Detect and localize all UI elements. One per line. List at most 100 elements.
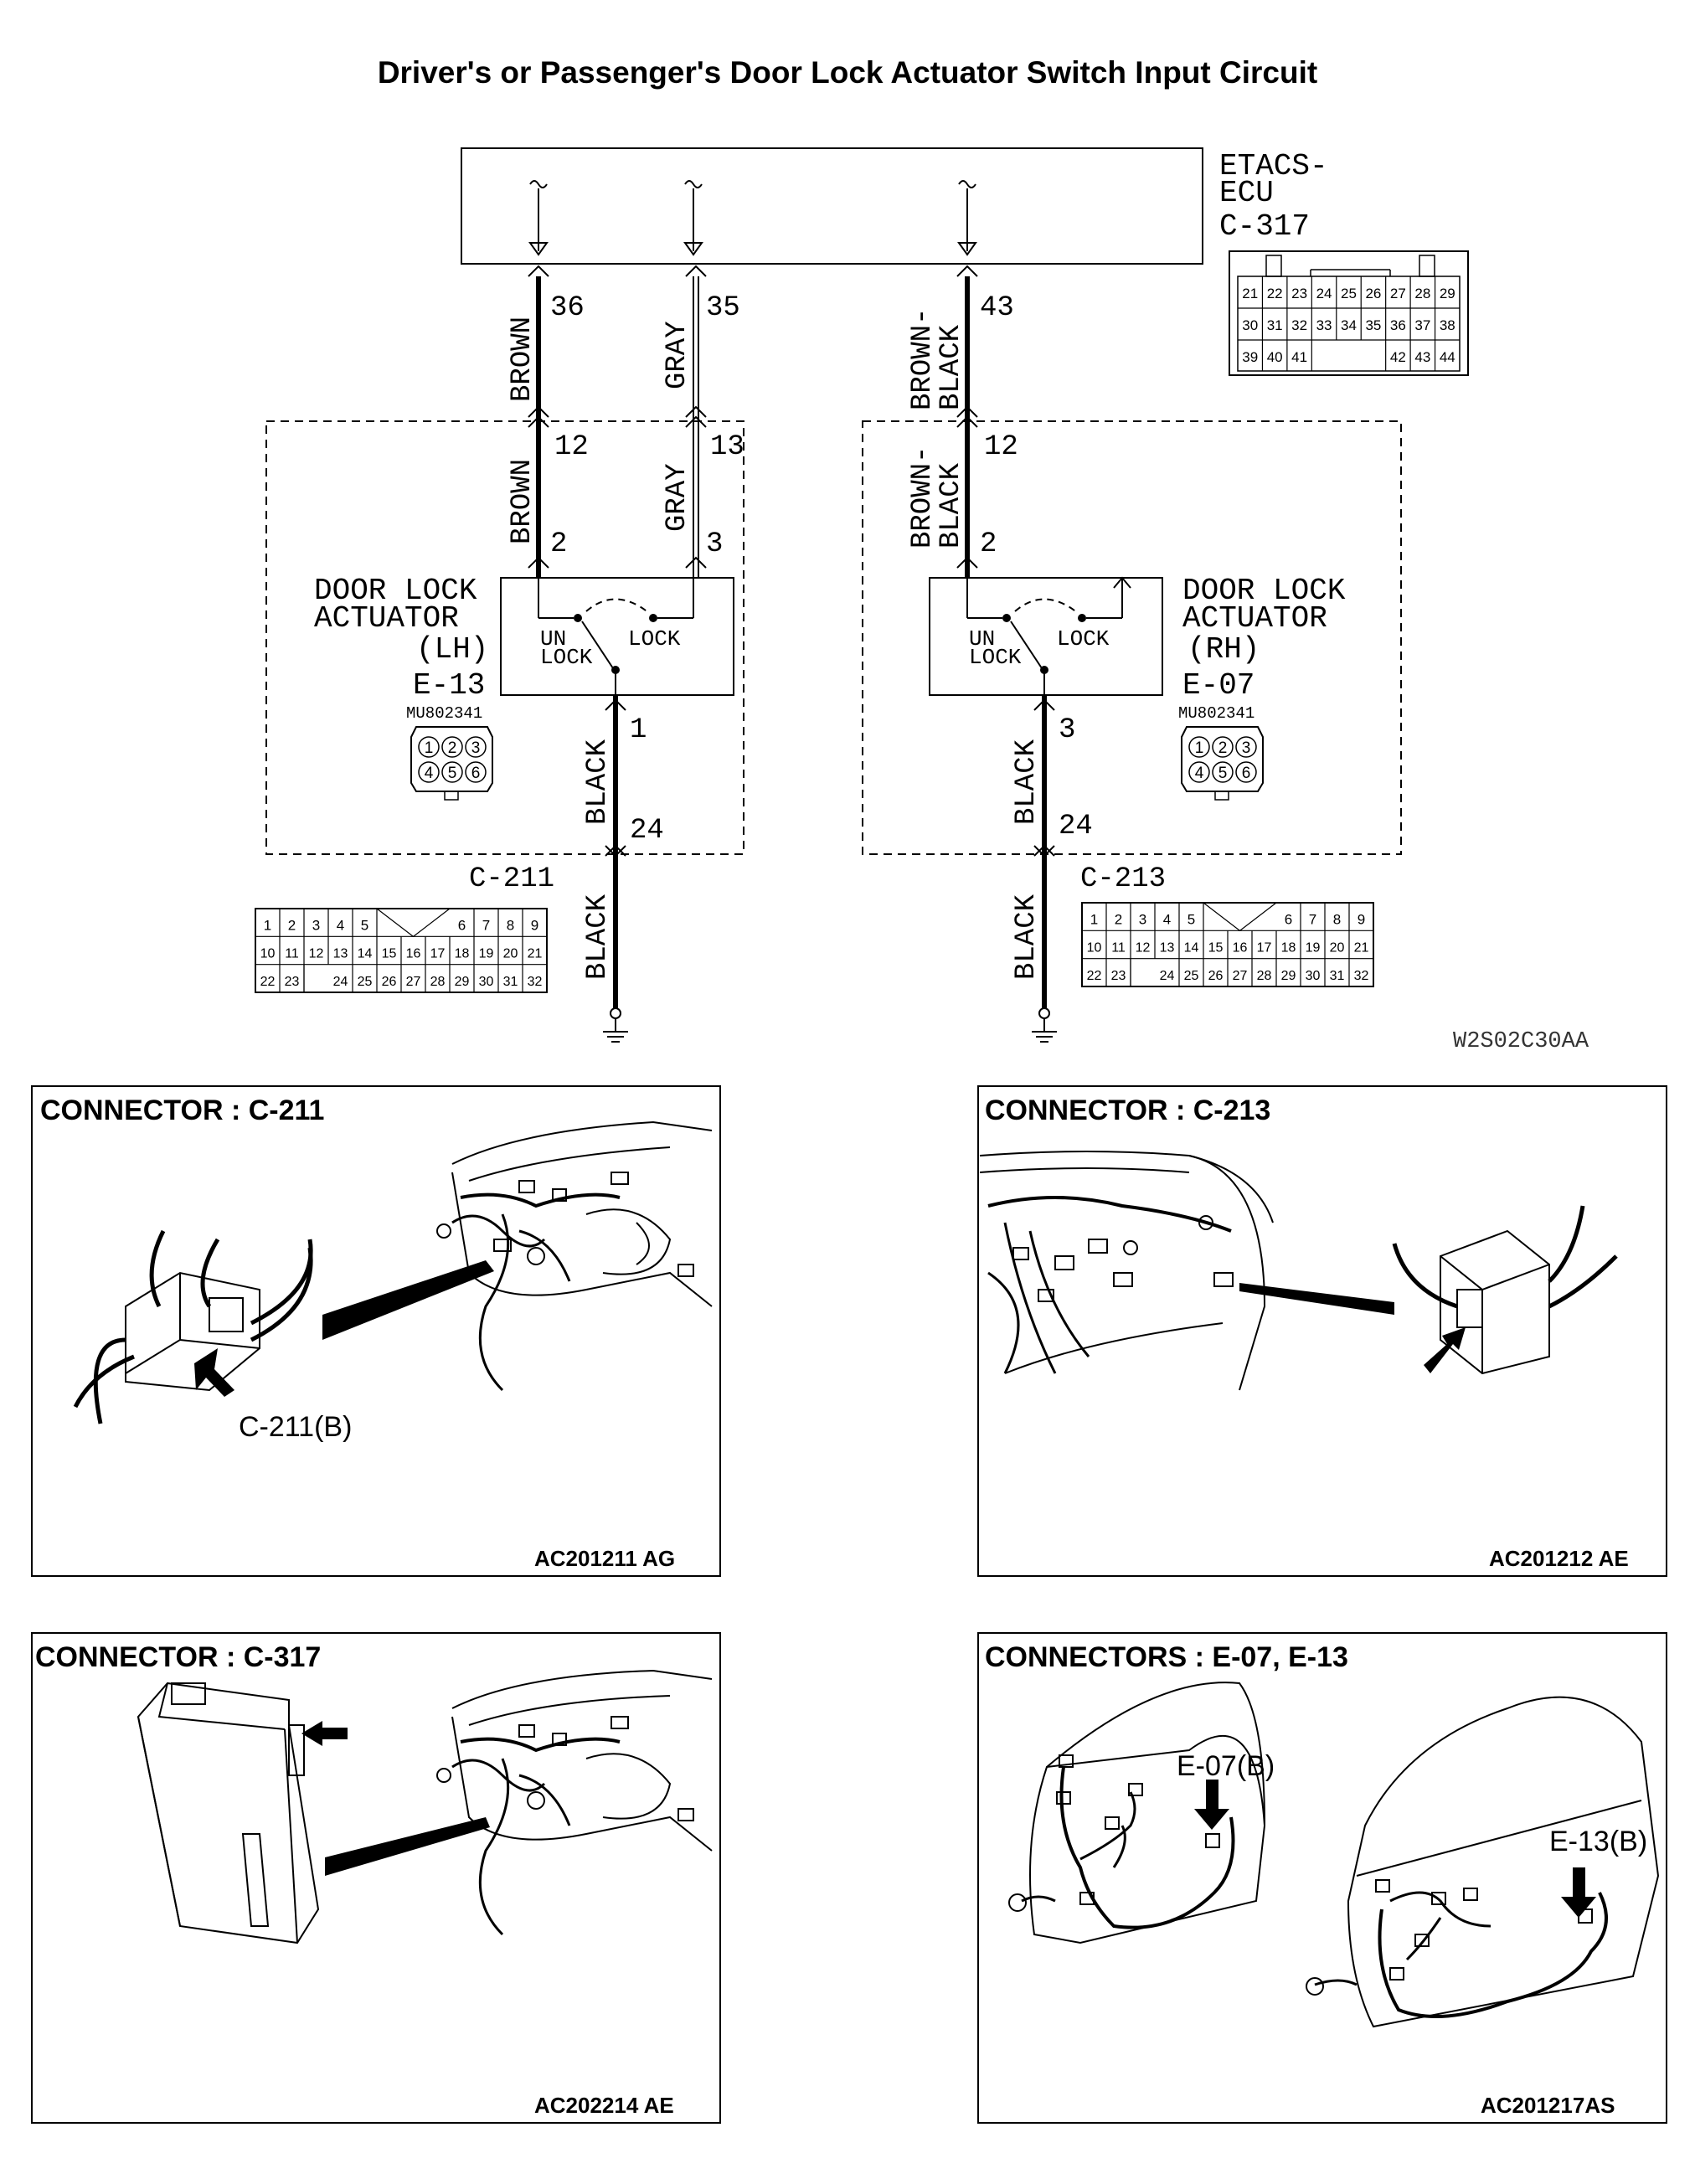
junction-pin: 3: [1139, 911, 1146, 927]
actuator-pin: [418, 736, 440, 758]
lh-unlock-2: LOCK: [540, 645, 593, 670]
c317-pin: 39: [1242, 349, 1258, 365]
lh-ground-color: BLACK: [582, 739, 614, 825]
wire2-upper-color: GRAY: [662, 321, 693, 389]
actuator-pin: [1235, 736, 1257, 758]
panel-e-callout-e07: E-07(B): [1177, 1750, 1275, 1782]
junction-pin: 4: [1163, 911, 1171, 927]
rh-junction-pin: 24: [1059, 811, 1093, 842]
panel-c211-title: CONNECTOR : C-211: [40, 1095, 324, 1126]
wire3-lower-color-1: BROWN-: [907, 446, 939, 549]
rh-name-line2: ACTUATOR: [1182, 601, 1327, 636]
junction-pin: 24: [1160, 969, 1175, 983]
junction-pin: 11: [285, 947, 299, 961]
ecu-name-line2: ECU: [1219, 176, 1274, 210]
panel-e-title: CONNECTORS : E-07, E-13: [985, 1641, 1348, 1673]
rh-unlock-2: LOCK: [969, 645, 1022, 670]
lh-ground-wire: 1 BLACK 24 C-211 BLACK: [469, 695, 664, 1043]
junction-pin: 12: [1136, 941, 1151, 956]
actuator-pin: [1212, 736, 1234, 758]
rh-ground-pin: 3: [1059, 714, 1075, 746]
actuator-pin: [441, 736, 463, 758]
c317-pin: 43: [1414, 349, 1430, 365]
lh-name-line2: ACTUATOR: [314, 601, 459, 636]
c317-pin: 29: [1440, 286, 1455, 301]
junction-pin: 17: [1257, 941, 1272, 956]
junction-pin: 2: [1115, 911, 1122, 927]
c317-pin: 41: [1291, 349, 1307, 365]
c211-connector-illustration: [73, 1229, 313, 1424]
actuator-pin: [1188, 736, 1210, 758]
junction-pin: 15: [1208, 941, 1224, 956]
c317-pin: 38: [1440, 317, 1455, 333]
rh-connector: E-07: [1182, 668, 1255, 703]
junction-pin: 23: [285, 975, 300, 989]
junction-pin: 9: [1358, 911, 1365, 927]
junction-pin: 28: [430, 975, 446, 989]
junction-pin: 3: [312, 917, 320, 933]
lh-connector: E-13: [413, 668, 485, 703]
c213-connector-illustration: [1392, 1205, 1618, 1375]
ecu-connector-label: C-317: [1219, 209, 1310, 244]
actuator-pin-label: 6: [471, 765, 481, 782]
actuator-pin-label: 2: [1218, 739, 1228, 757]
wire2-mid-pin: 13: [710, 431, 744, 463]
actuator-lh: UN LOCK LOCK DOOR LOCK ACTUATOR (LH) E-1…: [314, 574, 734, 801]
c317-pin: 42: [1390, 349, 1406, 365]
rh-junction-connector: C-213: [1080, 863, 1166, 895]
lh-lower-color: BLACK: [582, 894, 614, 980]
wire3-mid-pin: 12: [984, 431, 1018, 463]
junction-pin: 10: [1087, 941, 1102, 956]
lh-junction-connector: C-211: [469, 863, 554, 895]
wire2-lower-color: GRAY: [662, 463, 693, 532]
c211-pointer: [322, 1260, 494, 1340]
c317-pin: 36: [1390, 317, 1406, 333]
junction-pin: 21: [528, 947, 543, 961]
lh-name-line1: DOOR LOCK: [314, 574, 477, 608]
e07-arrow-icon: [1194, 1780, 1229, 1830]
c317-pin: 22: [1267, 286, 1283, 301]
ecu-box: ETACS- ECU C-317: [461, 147, 1328, 265]
junction-pin: 25: [1184, 969, 1199, 983]
c317-pin: 25: [1341, 286, 1357, 301]
junction-pin: 30: [1306, 969, 1321, 983]
c317-ecu-illustration: [137, 1682, 320, 1944]
junction-pin: 6: [1285, 911, 1292, 927]
c317-pin: 21: [1242, 286, 1258, 301]
panel-e-code: AC201217AS: [1481, 2093, 1615, 2118]
c211-dashboard-illustration: [436, 1120, 713, 1392]
junction-pin: 27: [1233, 969, 1248, 983]
c317-pin: 40: [1267, 349, 1283, 365]
diagram-code: W2S02C30AA: [1453, 1029, 1589, 1054]
panel-c211-code: AC201211 AG: [534, 1546, 675, 1571]
c317-dashboard-illustration: [436, 1669, 713, 1936]
rh-lower-color: BLACK: [1011, 894, 1043, 980]
junction-pin: 20: [1330, 941, 1345, 956]
actuator-pin: [465, 761, 487, 783]
rh-name-line1: DOOR LOCK: [1182, 574, 1346, 608]
wire2-ecu-pin: 35: [706, 292, 740, 324]
junction-pin: 18: [1281, 941, 1296, 956]
junction-pin: 19: [479, 947, 494, 961]
panel-c213-title: CONNECTOR : C-213: [985, 1095, 1270, 1126]
c317-pin: 31: [1267, 317, 1283, 333]
wire1-upper-color: BROWN: [507, 317, 538, 402]
wire3-upper-color-2: BLACK: [935, 324, 967, 410]
junction-pin: 31: [1330, 969, 1345, 983]
junction-pin: 31: [503, 975, 518, 989]
c213-dashboard-illustration: [979, 1151, 1274, 1391]
c317-pin: 26: [1365, 286, 1381, 301]
junction-pin: 25: [358, 975, 373, 989]
junction-pin: 12: [309, 947, 324, 961]
junction-pin: 9: [531, 917, 538, 933]
junction-pin: 1: [1090, 911, 1098, 927]
actuator-pin-label: 4: [1195, 765, 1204, 782]
rh-part-number: MU802341: [1178, 704, 1255, 723]
junction-pin: 13: [1160, 941, 1175, 956]
rh-lock: LOCK: [1057, 626, 1110, 652]
junction-pin: 7: [482, 917, 490, 933]
junction-pin: 32: [1354, 969, 1369, 983]
panel-c211-callout: C-211(B): [239, 1411, 352, 1443]
door-left-illustration: [1008, 1682, 1266, 1944]
